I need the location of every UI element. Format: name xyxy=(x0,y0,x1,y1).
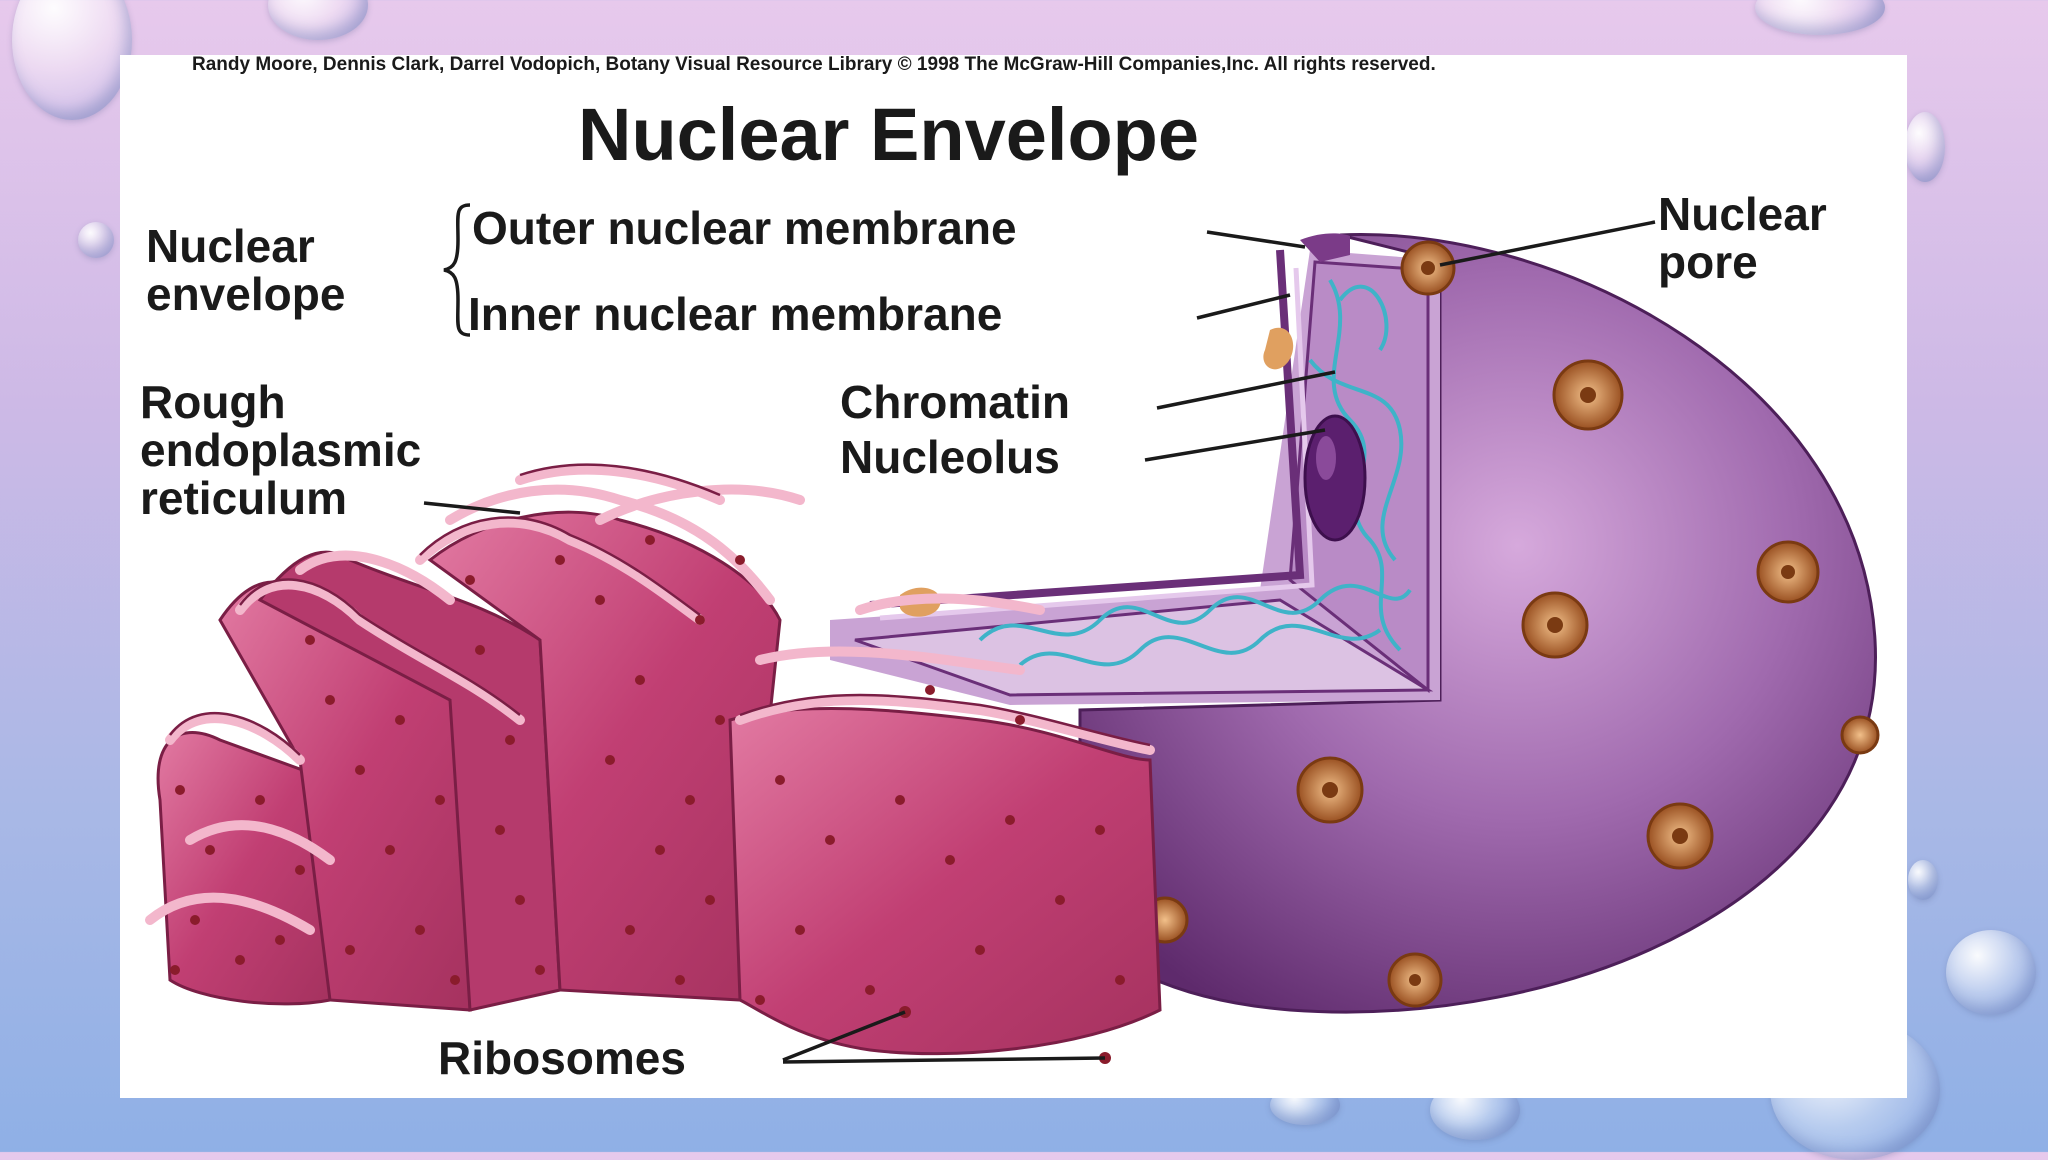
leader-rer xyxy=(423,501,521,515)
nuclear-pores xyxy=(1141,240,1880,1008)
nucleolus xyxy=(1303,414,1367,542)
label-nuclear-pore-line1: Nuclear xyxy=(1658,188,1827,240)
label-inner-membrane: Inner nuclear membrane xyxy=(468,288,1003,340)
label-nuclear-envelope-line2: envelope xyxy=(146,268,346,320)
label-ribosomes: Ribosomes xyxy=(438,1032,686,1084)
leader-nuclear-pore xyxy=(1439,220,1656,267)
credit-line: Randy Moore, Dennis Clark, Darrel Vodopi… xyxy=(192,54,1436,75)
leader-ribosome-1 xyxy=(782,1010,906,1062)
leader-outer-membrane xyxy=(1206,230,1306,249)
label-nuclear-envelope-line1: Nuclear xyxy=(146,220,315,272)
bubble-decoration xyxy=(1908,860,1938,900)
leader-inner-membrane xyxy=(1196,293,1291,320)
label-chromatin: Chromatin xyxy=(840,376,1070,428)
label-nuclear-envelope: Nuclear envelope xyxy=(146,222,345,318)
label-rough-er-line3: reticulum xyxy=(140,472,348,524)
leader-ribosome-2 xyxy=(782,1056,1106,1064)
diagram-title: Nuclear Envelope xyxy=(578,93,1200,176)
label-rough-er-line1: Rough xyxy=(140,376,286,428)
bubble-decoration xyxy=(1946,930,2036,1015)
nuclear-envelope-brace xyxy=(443,203,471,337)
label-nucleolus: Nucleolus xyxy=(840,431,1060,483)
leader-chromatin xyxy=(1156,370,1336,410)
label-nuclear-pore-line2: pore xyxy=(1658,236,1758,288)
label-rough-er-line2: endoplasmic xyxy=(140,424,422,476)
leader-nucleolus xyxy=(1144,428,1326,462)
label-nuclear-pore: Nuclear pore xyxy=(1658,190,1827,286)
bubble-decoration xyxy=(1905,112,1945,182)
label-outer-membrane: Outer nuclear membrane xyxy=(472,202,1017,254)
bubble-decoration xyxy=(78,222,114,258)
rough-endoplasmic-reticulum xyxy=(145,463,1162,1056)
label-leader-lines xyxy=(423,203,1656,1064)
label-rough-er: Rough endoplasmic reticulum xyxy=(140,378,421,522)
